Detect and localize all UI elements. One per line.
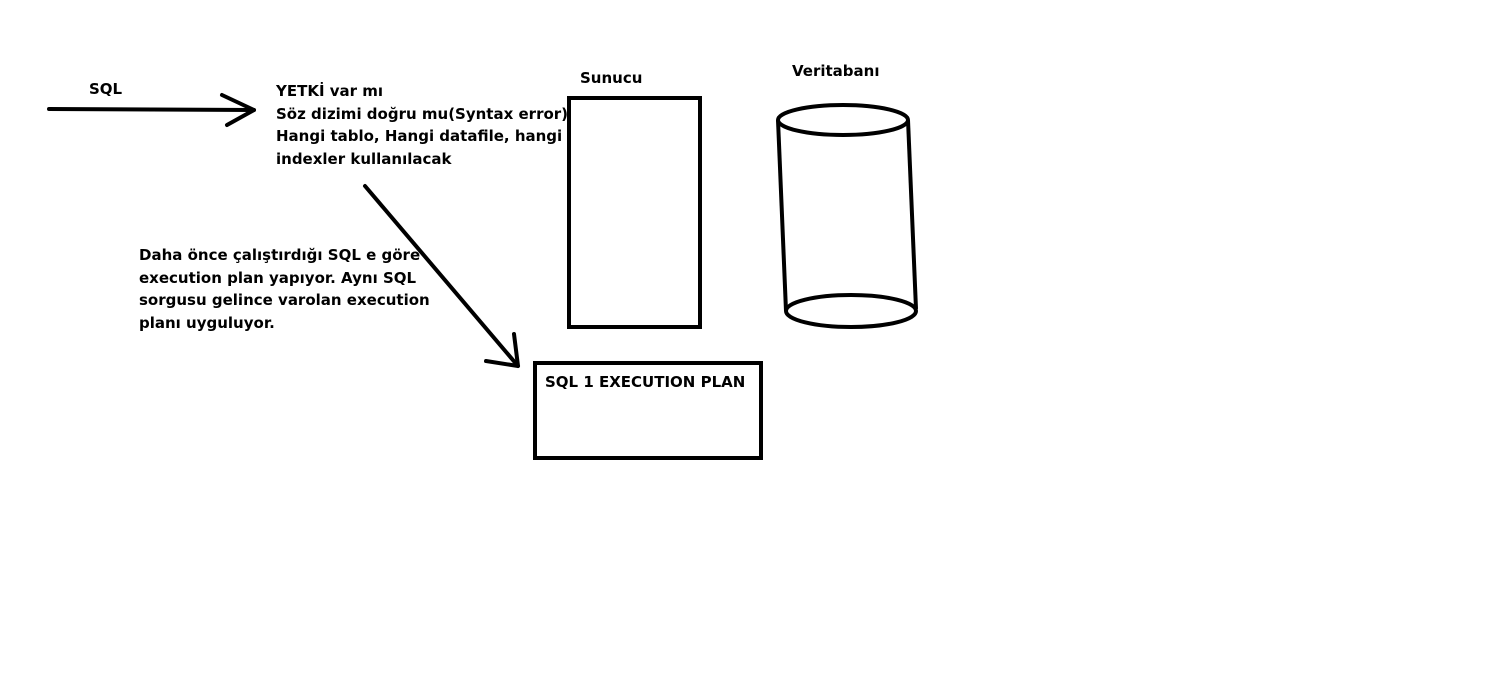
checks-list: YETKİ var mı Söz dizimi doğru mu(Syntax … bbox=[276, 80, 568, 170]
database-label: Veritabanı bbox=[792, 62, 880, 80]
check-item: YETKİ var mı bbox=[276, 82, 384, 100]
check-item: indexler kullanılacak bbox=[276, 149, 452, 168]
check-item: Hangi tablo, Hangi datafile, hangi bbox=[276, 127, 563, 145]
server-label: Sunucu bbox=[580, 69, 643, 87]
note-line: execution plan yapıyor. Aynı SQL bbox=[139, 268, 417, 287]
execution-plan-box bbox=[533, 361, 763, 460]
note-line: Daha önce çalıştırdığı SQL e göre bbox=[139, 246, 421, 264]
note-line: planı uyguluyor. bbox=[139, 313, 275, 332]
note-text: Daha önce çalıştırdığı SQL e göre execut… bbox=[139, 244, 430, 334]
execution-plan-label: SQL 1 EXECUTION PLAN bbox=[545, 373, 746, 391]
sql-input-label: SQL bbox=[89, 80, 123, 98]
server-box bbox=[567, 96, 702, 329]
database-cylinder bbox=[776, 103, 918, 329]
note-line: sorgusu gelince varolan execution bbox=[139, 291, 430, 309]
check-item: Söz dizimi doğru mu(Syntax error) bbox=[276, 104, 569, 123]
to-plan-arrow bbox=[363, 184, 520, 368]
sql-input-arrow bbox=[47, 93, 256, 127]
